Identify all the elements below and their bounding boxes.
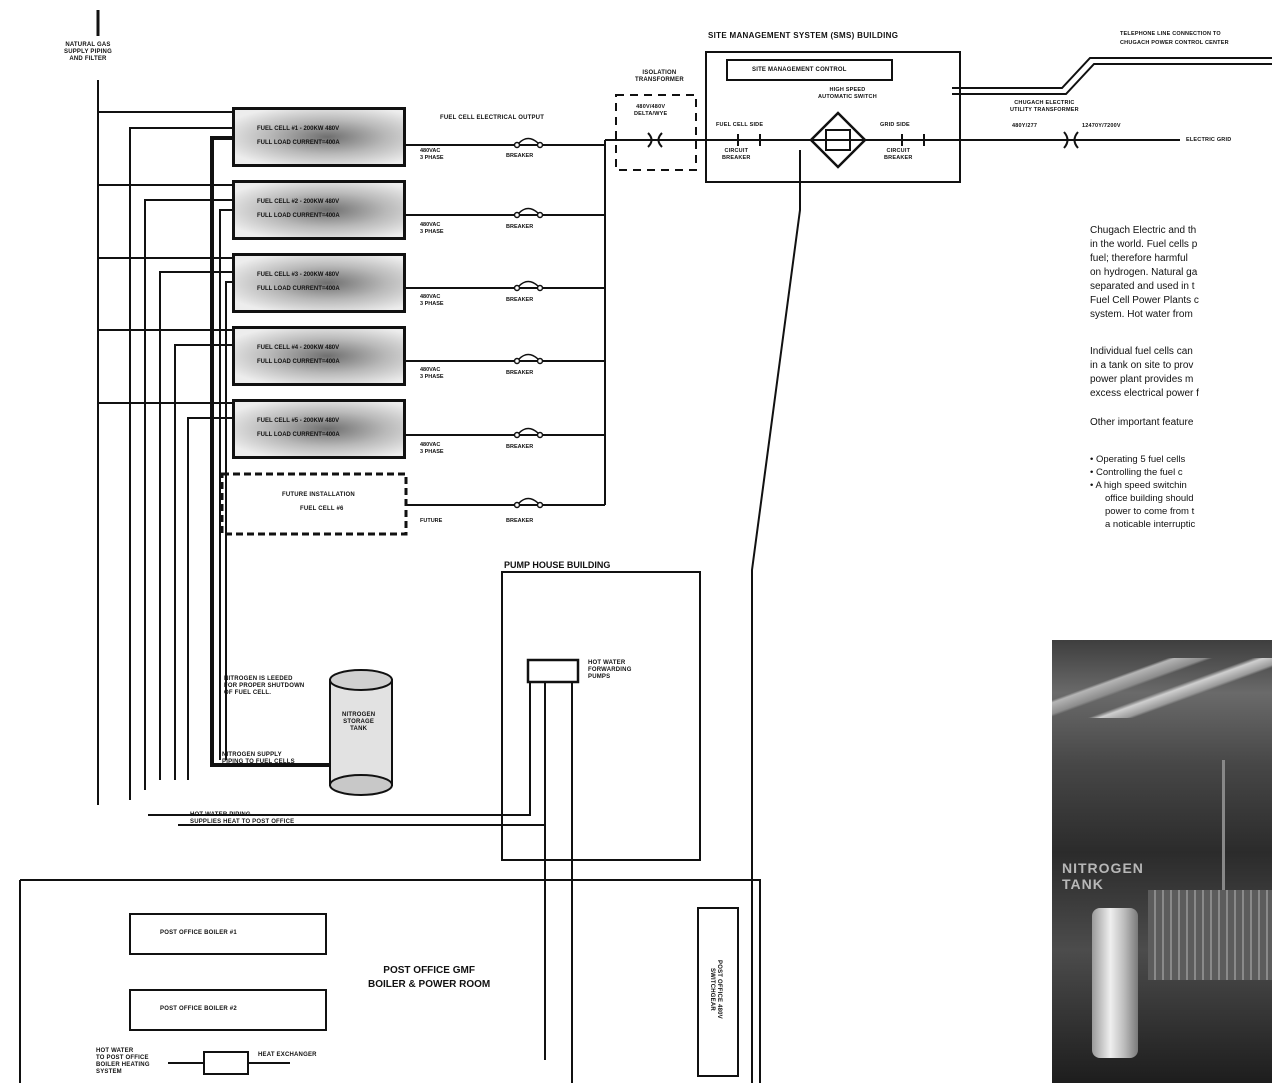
mountain-shape	[1052, 658, 1272, 718]
bullet-3-line-2: office building should	[1105, 493, 1194, 504]
utility-pole	[1222, 760, 1225, 890]
paragraph-1-line-7: system. Hot water from	[1090, 309, 1193, 320]
fuel-cell-5-title: FUEL CELL #5 - 200KW 480V	[257, 418, 340, 424]
breaker-label-1: BREAKER	[506, 153, 534, 159]
fuel-cell-side-label: FUEL CELL SIDE	[716, 122, 764, 128]
photo-tank-text: NITROGEN TANK	[1062, 860, 1144, 892]
hot-water-piping-label: HOT WATER PIPING SUPPLIES HEAT TO POST O…	[190, 812, 295, 825]
bullet-3-line-3: power to come from t	[1105, 506, 1195, 517]
nitrogen-supply-label: NITROGEN SUPPLY PIPING TO FUEL CELLS	[222, 752, 295, 765]
bullet-1: • Operating 5 fuel cells	[1090, 454, 1186, 465]
fuel-cell-enclosure	[1148, 890, 1272, 980]
breaker-label-2: BREAKER	[506, 224, 534, 230]
phase-label-1: 480VAC 3 PHASE	[420, 148, 444, 161]
hot-water-pumps-label: HOT WATER FORWARDING PUMPS	[588, 660, 632, 680]
photo-tank	[1092, 908, 1138, 1058]
paragraph-1-line-1: Chugach Electric and th	[1090, 225, 1197, 236]
grid-side-label: GRID SIDE	[880, 122, 910, 128]
paragraph-1-line-2: in the world. Fuel cells p	[1090, 239, 1198, 250]
phase-label-5: 480VAC 3 PHASE	[420, 442, 444, 455]
utility-secondary-voltage: 12470Y/7200V	[1082, 123, 1121, 129]
heat-exchanger-label: HEAT EXCHANGER	[258, 1052, 317, 1058]
breaker-label-4: BREAKER	[506, 370, 534, 376]
fuel-cell-1-title: FUEL CELL #1 - 200KW 480V	[257, 126, 340, 132]
phase-label-2: 480VAC 3 PHASE	[420, 222, 444, 235]
breaker-label-future: BREAKER	[506, 518, 534, 524]
paragraph-2-line-3: power plant provides m	[1090, 374, 1194, 385]
paragraph-1-line-6: Fuel Cell Power Plants c	[1090, 295, 1199, 306]
future-fuel-cell-title: FUTURE INSTALLATION	[282, 492, 355, 498]
switchgear-label: POST OFFICE 480V SWITCHGEAR	[709, 960, 722, 1019]
bullet-3: • A high speed switchin	[1090, 480, 1187, 491]
nitrogen-note: NITROGEN IS LEEDED FOR PROPER SHUTDOWN O…	[224, 676, 305, 696]
phase-label-future: FUTURE	[420, 518, 443, 524]
gas-supply-label: NATURAL GAS SUPPLY PIPING AND FILTER	[64, 42, 112, 62]
isolation-transformer-label: ISOLATION TRANSFORMER	[635, 70, 684, 83]
fuel-cell-4: FUEL CELL #4 - 200KW 480V FULL LOAD CURR…	[232, 326, 406, 386]
sms-control-label: SITE MANAGEMENT CONTROL	[752, 67, 847, 73]
breaker-label-3: BREAKER	[506, 297, 534, 303]
fuel-cell-2-title: FUEL CELL #2 - 200KW 480V	[257, 199, 340, 205]
circuit-breaker-right-label: CIRCUIT BREAKER	[884, 148, 913, 161]
phase-label-4: 480VAC 3 PHASE	[420, 367, 444, 380]
fuel-cell-5-current: FULL LOAD CURRENT=400A	[257, 432, 340, 438]
fuel-cell-4-title: FUEL CELL #4 - 200KW 480V	[257, 345, 340, 351]
fuel-cell-4-current: FULL LOAD CURRENT=400A	[257, 359, 340, 365]
paragraph-3: Other important feature	[1090, 417, 1194, 428]
bullet-3-line-4: a noticable interruptic	[1105, 519, 1196, 530]
auto-switch-label: HIGH SPEED AUTOMATIC SWITCH	[818, 87, 877, 100]
paragraph-2-line-4: excess electrical power f	[1090, 388, 1199, 399]
post-office-room-title: POST OFFICE GMF BOILER & POWER ROOM	[368, 965, 491, 990]
nitrogen-tank-photo: NITROGEN TANK	[1052, 640, 1272, 1083]
fuel-cell-2-current: FULL LOAD CURRENT=400A	[257, 213, 340, 219]
breaker-label-5: BREAKER	[506, 444, 534, 450]
fuel-cell-output-label: FUEL CELL ELECTRICAL OUTPUT	[440, 115, 545, 121]
bullet-2: • Controlling the fuel c	[1090, 467, 1183, 478]
boiler-1-label: POST OFFICE BOILER #1	[160, 930, 237, 936]
paragraph-1-line-4: on hydrogen. Natural ga	[1090, 267, 1198, 278]
paragraph-2-line-2: in a tank on site to prov	[1090, 360, 1194, 371]
fuel-cell-3: FUEL CELL #3 - 200KW 480V FULL LOAD CURR…	[232, 253, 406, 313]
fuel-cell-5: FUEL CELL #5 - 200KW 480V FULL LOAD CURR…	[232, 399, 406, 459]
utility-transformer-label: CHUGACH ELECTRIC UTILITY TRANSFORMER	[1010, 100, 1079, 113]
utility-primary-voltage: 480Y/277	[1012, 123, 1038, 129]
paragraph-1-line-5: separated and used in t	[1090, 281, 1195, 292]
future-fuel-cell-number: FUEL CELL #6	[300, 506, 344, 512]
fuel-cell-1-current: FULL LOAD CURRENT=400A	[257, 140, 340, 146]
fuel-cell-3-title: FUEL CELL #3 - 200KW 480V	[257, 272, 340, 278]
fuel-cell-3-current: FULL LOAD CURRENT=400A	[257, 286, 340, 292]
paragraph-1-line-3: fuel; therefore harmful	[1090, 253, 1188, 264]
telephone-line-label: TELEPHONE LINE CONNECTION TO CHUGACH POW…	[1120, 31, 1229, 46]
nitrogen-tank-label: NITROGEN STORAGE TANK	[342, 712, 376, 732]
circuit-breaker-left-label: CIRCUIT BREAKER	[722, 148, 751, 161]
sms-building-title: SITE MANAGEMENT SYSTEM (SMS) BUILDING	[708, 31, 899, 40]
fuel-cell-2: FUEL CELL #2 - 200KW 480V FULL LOAD CURR…	[232, 180, 406, 240]
fuel-cell-1: FUEL CELL #1 - 200KW 480V FULL LOAD CURR…	[232, 107, 406, 167]
paragraph-2-line-1: Individual fuel cells can	[1090, 346, 1193, 357]
hot-water-to-boiler-label: HOT WATER TO POST OFFICE BOILER HEATING …	[96, 1048, 150, 1075]
isolation-transformer-rating: 480V/480V DELTA/WYE	[634, 104, 668, 117]
pump-house-title: PUMP HOUSE BUILDING	[504, 560, 611, 570]
electric-grid-label: ELECTRIC GRID	[1186, 137, 1232, 143]
boiler-2-label: POST OFFICE BOILER #2	[160, 1006, 237, 1012]
phase-label-3: 480VAC 3 PHASE	[420, 294, 444, 307]
